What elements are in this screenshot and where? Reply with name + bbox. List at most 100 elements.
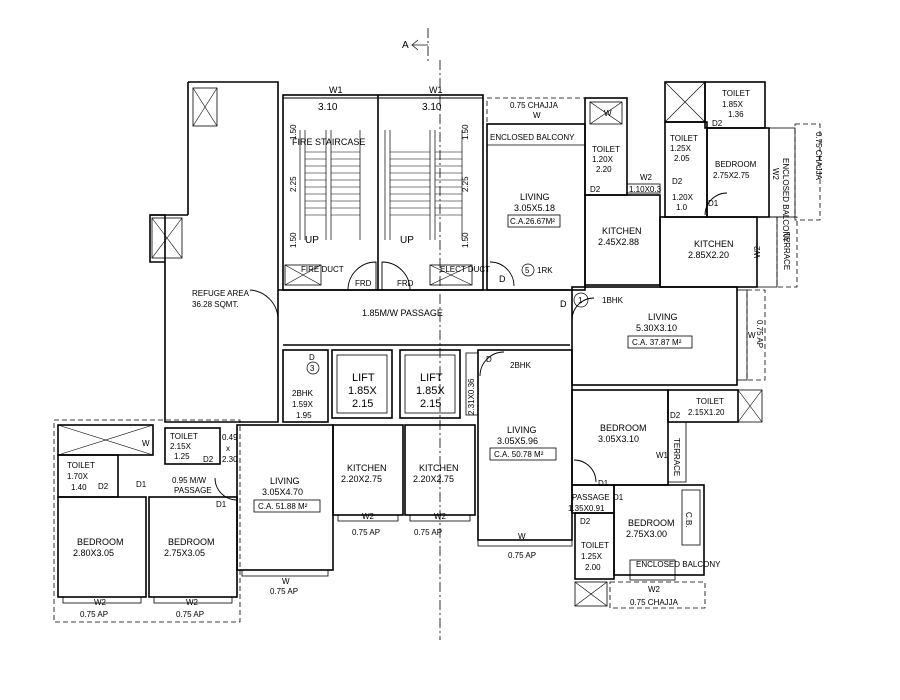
- unit-1bhk-label: 1BHK: [602, 296, 624, 305]
- living-1bhk-ca: C.A. 37.87 M²: [632, 338, 682, 347]
- enclosed-balcony-tr: ENCLOSED BALCONY: [781, 158, 790, 243]
- up-label-2: UP: [400, 235, 414, 246]
- fire-duct-label: FIRE DUCT: [301, 265, 344, 274]
- bedroom-r-label: BEDROOM: [600, 423, 647, 433]
- dim-150-a: 1.50: [289, 124, 298, 140]
- unit-2bhk-l-label: 2BHK: [292, 389, 314, 398]
- living-1rk-label: LIVING: [520, 192, 550, 202]
- w1-label-2: W1: [429, 85, 443, 95]
- ap-2bhk-c: 0.75 AP: [508, 551, 536, 560]
- door-d-passage: D: [560, 299, 567, 309]
- d2-l2: D2: [98, 482, 109, 491]
- chajja-right: 0.75 CHAJJA: [814, 132, 823, 181]
- d1-br: D1: [613, 493, 624, 502]
- bedroom-r-size: 3.05X3.10: [598, 434, 639, 444]
- toilet-l1-side-c: 2.30: [222, 455, 238, 464]
- section-label: A: [402, 40, 409, 51]
- bedroom-l1-size: 2.80X3.05: [73, 548, 114, 558]
- bedroom-tr-label: BEDROOM: [715, 160, 757, 169]
- toilet-br-label: TOILET: [581, 541, 609, 550]
- terrace-mid: TERRACE: [672, 438, 681, 476]
- chajja-top: 0.75 CHAJJA: [510, 101, 559, 110]
- elect-duct-label: ELECT DUCT: [440, 265, 490, 274]
- toilet-tr2-label: TOILET: [670, 134, 698, 143]
- w-1bhk: W: [748, 331, 756, 340]
- unit-1rk-label: 1RK: [537, 266, 553, 275]
- bedroom-l1-label: BEDROOM: [77, 537, 124, 547]
- toilet-l1-size2: 1.25: [174, 452, 190, 461]
- lift-size-1b: 2.15: [352, 398, 373, 410]
- toilet-tr1-size2: 1.36: [728, 110, 744, 119]
- dim-150-b: 1.50: [289, 232, 298, 248]
- passage-label: 1.85M/W PASSAGE: [362, 308, 443, 318]
- toilet-r-label: TOILET: [696, 397, 724, 406]
- refuge-area-size: 36.28 SQMT.: [192, 300, 239, 309]
- bedroom-tr-size: 2.75X2.75: [713, 171, 750, 180]
- w1-label-1: W1: [329, 85, 343, 95]
- unit-right-middle: TOILET 2.15X1.20 D2 BEDROOM 3.05X3.10 TE…: [571, 389, 763, 488]
- passage-l-size: 0.95 M/W: [172, 476, 207, 485]
- kitchens-center: KITCHEN 2.20X2.75 KITCHEN 2.20X2.75 W2 0…: [332, 424, 476, 537]
- door-d-1rk: D: [499, 274, 506, 284]
- living-2bhk-l-size: 3.05X4.70: [262, 487, 303, 497]
- d1-tr: D1: [708, 199, 719, 208]
- passage-r-size: 1.35X0.91: [568, 504, 605, 513]
- w2-kc1: W2: [362, 512, 375, 521]
- living-1bhk-label: LIVING: [648, 312, 678, 322]
- w2-tr: W2: [771, 168, 780, 181]
- refuge-area-label: REFUGE AREA: [192, 289, 250, 298]
- lift-label-2: LIFT: [420, 372, 443, 384]
- d2-br: D2: [580, 517, 591, 526]
- living-2bhk-c-ca: C.A. 50.78 M²: [494, 450, 544, 459]
- kitchen-1rk-label: KITCHEN: [602, 226, 642, 236]
- enclosed-balcony-br: ENCLOSED BALCONY: [636, 560, 721, 569]
- w2-kc2: W2: [434, 512, 447, 521]
- w1-r: W1: [656, 451, 669, 460]
- dim-310-2: 3.10: [422, 102, 442, 113]
- toilet-1rk-label: TOILET: [592, 145, 620, 154]
- w-2bhk-c: W: [518, 532, 526, 541]
- lift-size-2a: 1.85X: [416, 385, 445, 397]
- living-2bhk-l-ca: C.A. 51.88 M²: [258, 502, 308, 511]
- toilet-l2-size1: 1.70X: [67, 472, 89, 481]
- fire-staircase: W1 W1 3.10 3.10 FIRE STAIRCASE 1.50 2.25…: [282, 85, 490, 291]
- toilet-1rk-size2: 2.20: [596, 165, 612, 174]
- passage-l-label: PASSAGE: [174, 486, 212, 495]
- kitchen-1rk-size: 2.45X2.88: [598, 237, 639, 247]
- living-1rk-size: 3.05X5.18: [514, 203, 555, 213]
- toilet-br-size2: 2.00: [585, 563, 601, 572]
- small-120-size1: 1.20X: [672, 193, 694, 202]
- w2-bl2: W2: [186, 598, 199, 607]
- unit-2bhk-center: 2BHK LIVING 3.05X5.96 C.A. 50.78 M² D W …: [477, 349, 573, 560]
- bedroom-br-size: 2.75X3.00: [626, 529, 667, 539]
- ap-1bhk: 0.75 AP: [755, 320, 764, 348]
- enclosed-balcony-1rk: ENCLOSED BALCONY: [490, 133, 575, 142]
- w-living-l: W: [282, 577, 290, 586]
- toilet-tr2-size1: 1.25X: [670, 144, 692, 153]
- unit-2bhk-left: 3 D 2BHK 1.59X 1.95 LIVING 3.05X4.70 C.A…: [53, 349, 334, 623]
- lift-size-1a: 1.85X: [348, 385, 377, 397]
- w2-1rk: W2: [640, 173, 653, 182]
- d1-living-l: D1: [216, 500, 227, 509]
- living-1bhk-size: 5.30X3.10: [636, 323, 677, 333]
- lift-size-2b: 2.15: [420, 398, 441, 410]
- unit-top-right: TOILET 1.85X 1.36 D2 TOILET 1.25X 2.05 D…: [659, 81, 823, 288]
- d1-l: D1: [136, 480, 147, 489]
- section-marker: A: [402, 28, 429, 62]
- toilet-l1-side-a: 0.49: [222, 433, 238, 442]
- toilet-br-size1: 1.25X: [581, 552, 603, 561]
- unit-bottom-right: PASSAGE 1.35X0.91 D1 BEDROOM 2.75X3.00 C…: [568, 484, 721, 609]
- lift-label-1: LIFT: [352, 372, 375, 384]
- terrace-top: TERRACE: [782, 232, 791, 270]
- d2-1rk: D2: [590, 185, 601, 194]
- dim-150-c: 1.50: [461, 124, 470, 140]
- d2-tr1: D2: [712, 119, 723, 128]
- refuge-area: REFUGE AREA 36.28 SQMT.: [149, 81, 279, 423]
- v-1rk: W: [604, 109, 612, 118]
- ap-living-l: 0.75 AP: [270, 587, 298, 596]
- kitchen-c2-label: KITCHEN: [419, 463, 459, 473]
- unit-1rk: 0.75 CHAJJA W ENCLOSED BALCONY LIVING 3.…: [486, 97, 662, 291]
- kitchen-1bhk-label: KITCHEN: [694, 239, 734, 249]
- kitchen-1bhk-size: 2.85X2.20: [688, 250, 729, 260]
- toilet-l1-side-b: x: [226, 444, 230, 453]
